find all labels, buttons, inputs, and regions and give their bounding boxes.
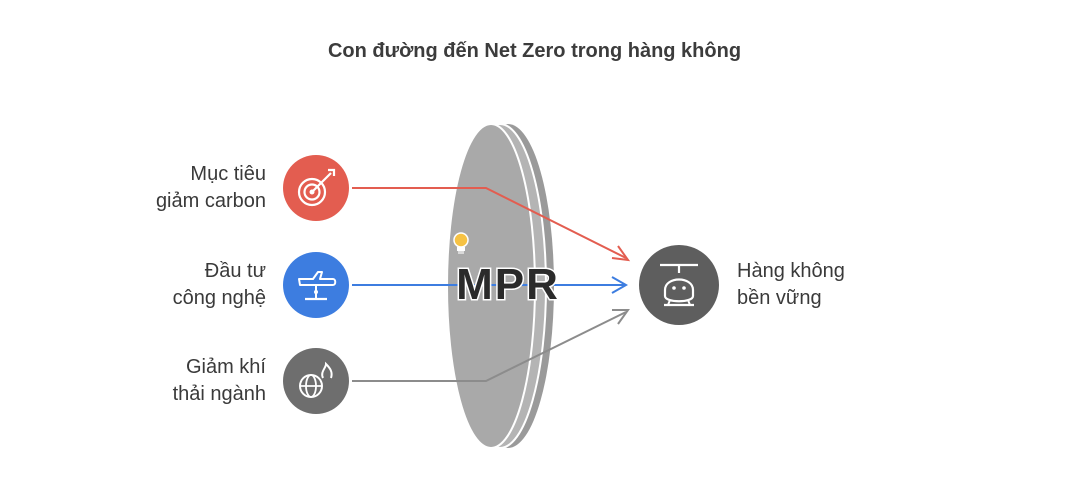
label-carbon-target: Mục tiêu giảm carbon bbox=[96, 161, 266, 215]
label-sustainable-aviation-line1: Hàng không bbox=[737, 260, 845, 282]
label-emissions-reduction: Giảm khí thải ngành bbox=[96, 354, 266, 408]
globe-fire-icon bbox=[283, 348, 349, 414]
connector-arrowhead-carbon bbox=[611, 245, 631, 262]
connector-line-carbon bbox=[352, 187, 627, 259]
connector-arrowhead-tech bbox=[611, 276, 629, 294]
connector-line-emissions bbox=[352, 311, 627, 382]
mpr-logo-text: MPR bbox=[456, 260, 560, 309]
label-emissions-reduction-line1: Giảm khí bbox=[185, 356, 266, 378]
airplane-icon bbox=[283, 252, 349, 318]
label-tech-investment: Đầu tư công nghệ bbox=[96, 258, 266, 312]
label-carbon-target-line1: Mục tiêu bbox=[190, 163, 266, 185]
lightbulb-icon bbox=[453, 232, 469, 254]
label-tech-investment-line2: công nghệ bbox=[172, 287, 266, 309]
label-sustainable-aviation: Hàng không bền vững bbox=[737, 258, 937, 312]
target-icon bbox=[283, 155, 349, 221]
label-tech-investment-line1: Đầu tư bbox=[204, 260, 266, 282]
label-sustainable-aviation-line2: bền vững bbox=[737, 287, 822, 309]
helicopter-icon bbox=[639, 245, 719, 325]
mpr-logo: MPR bbox=[455, 259, 560, 311]
connector-arrowhead-emissions bbox=[612, 309, 630, 325]
label-emissions-reduction-line2: thải ngành bbox=[172, 383, 266, 405]
diagram-title: Con đường đến Net Zero trong hàng không bbox=[327, 40, 742, 62]
label-carbon-target-line2: giảm carbon bbox=[155, 190, 266, 212]
